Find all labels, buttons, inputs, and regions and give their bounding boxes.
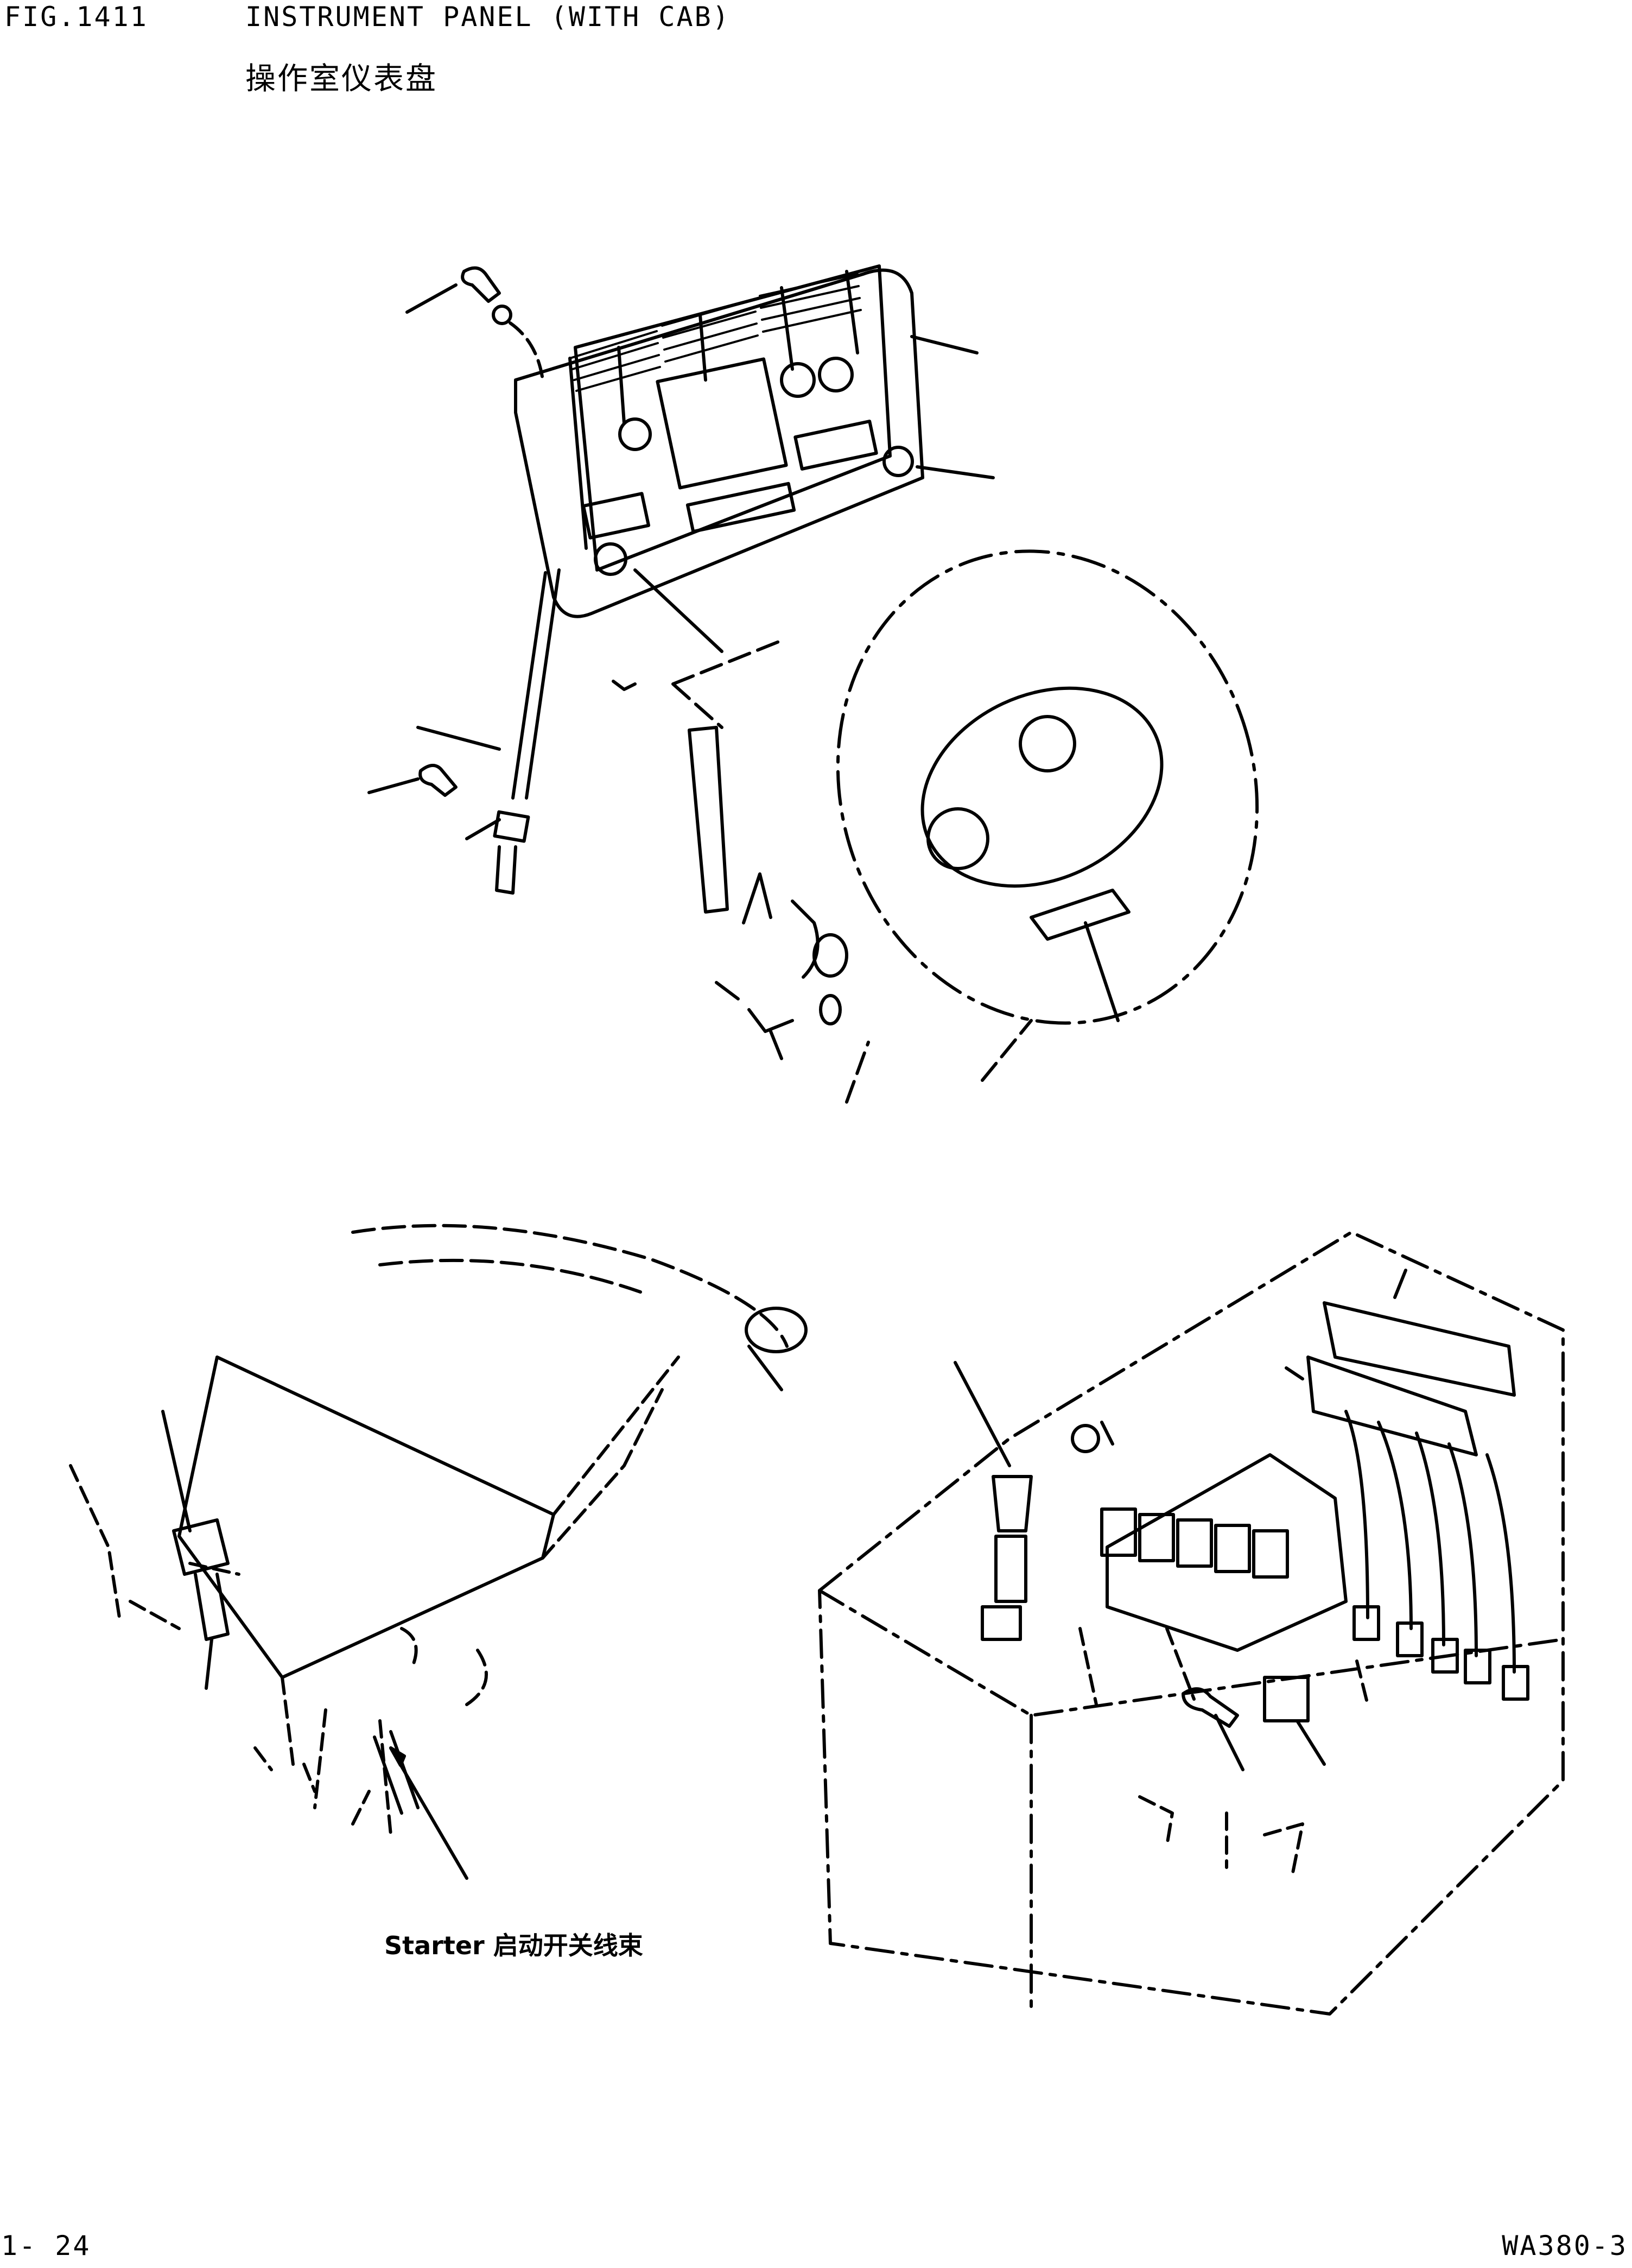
relays	[1102, 1509, 1287, 1577]
switch-row	[795, 421, 876, 469]
harness-clamp	[494, 812, 528, 841]
steering-knob	[746, 1308, 806, 1352]
figure-title-english: INSTRUMENT PANEL (WITH CAB)	[245, 1, 731, 33]
lamp-switch	[993, 1477, 1031, 1531]
harness-wires	[1346, 1411, 1514, 1672]
panel-knob-right	[884, 447, 912, 476]
flasher-relay	[1265, 1677, 1308, 1721]
indicator-strip	[688, 484, 794, 531]
washer-top-left	[493, 306, 511, 324]
harness-rod	[513, 570, 559, 798]
page-number: 1- 24	[1, 2230, 91, 2261]
figure-title-chinese: 操作室仪表盘	[245, 61, 437, 97]
steering-column	[689, 727, 727, 912]
gauge-left	[620, 419, 650, 449]
wheel-hub-button-left	[928, 809, 988, 869]
horn-switch	[1031, 890, 1129, 939]
bolt-mid-left	[420, 765, 456, 795]
center-gauge-cluster	[657, 359, 786, 487]
bolt-bottom	[1183, 1689, 1237, 1726]
bolt-top-left	[462, 268, 499, 301]
wheel-hub-button-right	[1020, 717, 1075, 771]
connector-block	[1324, 1303, 1514, 1395]
starter-harness-callout: Starter 启动开关线束	[384, 1931, 643, 1960]
wire-terminals	[1354, 1607, 1528, 1699]
gauge-right-2	[820, 358, 852, 391]
gauge-hood-hatching	[570, 274, 861, 391]
figure-number: FIG.1411	[4, 1, 148, 33]
steering-wheel-outer	[778, 496, 1318, 1078]
key-switch	[174, 1520, 228, 1574]
panel-inner-frame	[575, 266, 890, 570]
model-number: WA380-3	[1502, 2230, 1628, 2261]
console-body	[820, 1232, 1563, 2014]
relay-bracket	[1107, 1455, 1346, 1650]
panel-switch-block	[583, 493, 649, 538]
relay-bolt	[1072, 1426, 1098, 1452]
gauge-right-1	[782, 364, 814, 396]
panel-knob-left	[595, 544, 626, 574]
